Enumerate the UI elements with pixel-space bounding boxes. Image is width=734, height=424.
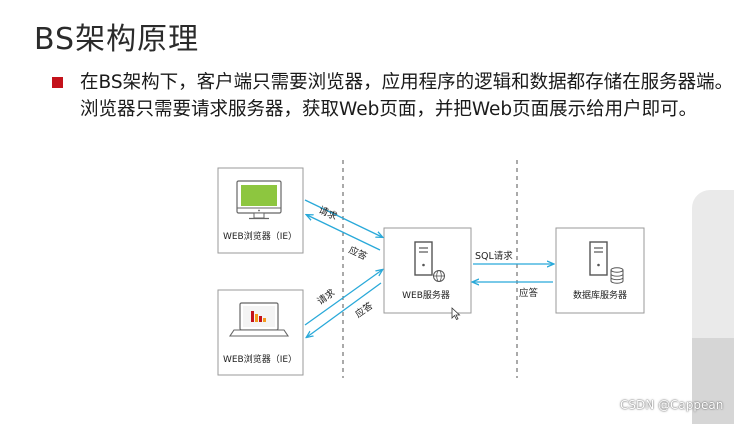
browser-top-node: WEB浏览器（IE） xyxy=(217,167,304,254)
label-request-top: 请求 xyxy=(317,204,340,223)
bullet-line-1: 在BS架构下，客户端只需要浏览器，应用程序的逻辑和数据都存储在服务器端。 xyxy=(80,72,734,93)
browser-bottom-label: WEB浏览器（IE） xyxy=(223,353,297,365)
laptop-icon xyxy=(228,302,290,337)
arrow-request-top xyxy=(304,199,382,237)
arrow-request-bottom xyxy=(304,270,382,326)
decorative-shape xyxy=(692,190,734,340)
server-icon xyxy=(589,241,608,276)
label-sql-request: SQL请求 xyxy=(475,250,513,262)
bullet-paragraph: 在BS架构下，客户端只需要浏览器，应用程序的逻辑和数据都存储在服务器端。 浏览器… xyxy=(80,69,734,123)
arrow-response-top xyxy=(307,215,381,251)
decorative-shape-bottom xyxy=(692,338,734,424)
label-response-top: 应答 xyxy=(347,244,370,263)
web-server-node: WEB服务器 xyxy=(383,227,472,314)
db-server-node: 数据库服务器 xyxy=(555,227,645,314)
label-response-bottom: 应答 xyxy=(353,299,376,320)
database-icon xyxy=(610,267,624,284)
db-server-label: 数据库服务器 xyxy=(573,289,627,301)
browser-bottom-node: WEB浏览器（IE） xyxy=(217,289,304,376)
bullet-marker xyxy=(52,77,63,88)
mouse-cursor-icon xyxy=(451,307,461,321)
monitor-icon xyxy=(236,180,282,220)
watermark-footer: CSDN @Cappean xyxy=(620,398,724,412)
label-db-response: 应答 xyxy=(519,287,539,299)
bullet-line-2: 浏览器只需要请求服务器，获取Web页面，并把Web页面展示给用户即可。 xyxy=(80,99,698,120)
arrow-response-bottom xyxy=(307,282,382,337)
browser-top-label: WEB浏览器（IE） xyxy=(223,230,297,242)
web-server-label: WEB服务器 xyxy=(402,289,450,301)
server-icon xyxy=(414,241,433,276)
globe-icon xyxy=(433,270,445,282)
slide-title: BS架构原理 xyxy=(34,22,200,57)
